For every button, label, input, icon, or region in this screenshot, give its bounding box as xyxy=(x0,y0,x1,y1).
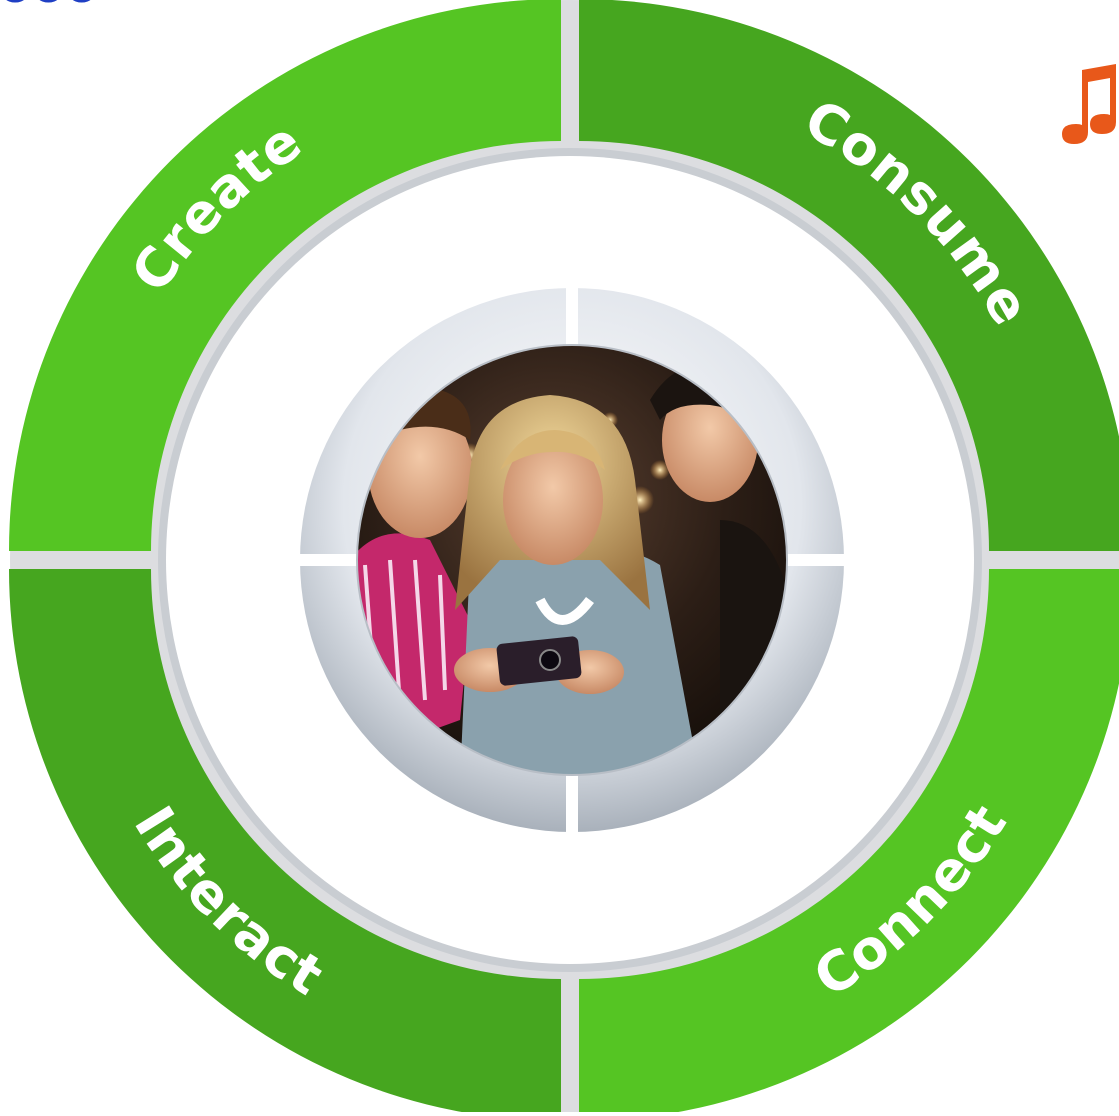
title-fragment: ooo xyxy=(0,0,100,10)
center-photo xyxy=(357,345,787,775)
photo-rim xyxy=(356,344,788,776)
ring-segments xyxy=(9,0,1119,1116)
music-note-icon xyxy=(1062,64,1116,144)
ring-segment-consume xyxy=(579,0,1119,551)
ring-segment-connect xyxy=(579,569,1119,1116)
ring-segment-create xyxy=(9,0,561,551)
ring-segment-interact xyxy=(9,569,561,1116)
